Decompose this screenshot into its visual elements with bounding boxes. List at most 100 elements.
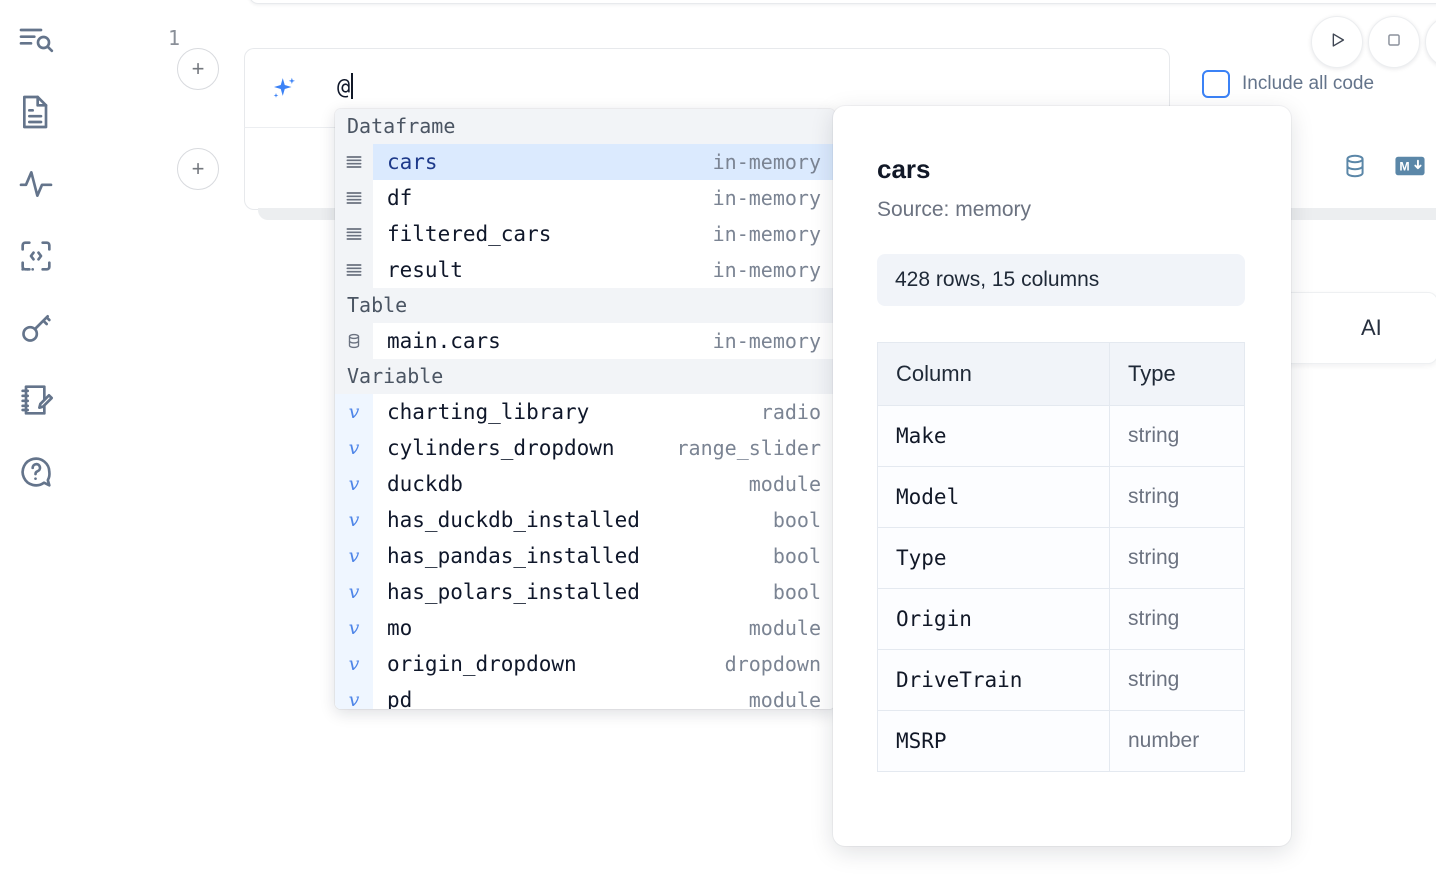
dataframe-rows-icon [335, 252, 373, 288]
autocomplete-item-name: has_pandas_installed [387, 544, 640, 568]
autocomplete-item-body: cylinders_dropdown range_slider [373, 430, 835, 466]
include-all-code-checkbox[interactable] [1202, 70, 1230, 98]
autocomplete-group-header: Dataframe [335, 109, 835, 144]
column-type-cell: string [1109, 588, 1245, 650]
autocomplete-item-name: has_polars_installed [387, 580, 640, 604]
autocomplete-item-name: origin_dropdown [387, 652, 577, 676]
autocomplete-item-kind: bool [772, 544, 821, 568]
autocomplete-item-body: filtered_cars in-memory [373, 216, 835, 252]
svg-text:M: M [1399, 159, 1409, 173]
autocomplete-item-kind: range_slider [676, 436, 822, 460]
table-column-header: Type [1109, 342, 1245, 406]
autocomplete-item-name: duckdb [387, 472, 463, 496]
dataframe-rows-icon [335, 180, 373, 216]
play-icon [1326, 29, 1348, 56]
column-name-cell: Model [877, 466, 1110, 528]
autocomplete-item-name: cylinders_dropdown [387, 436, 615, 460]
include-all-code-row[interactable]: Include all code [1202, 70, 1374, 98]
run-button[interactable] [1311, 16, 1363, 68]
database-icon[interactable] [1341, 152, 1369, 185]
more-options-button[interactable] [1425, 16, 1436, 68]
autocomplete-item-kind: bool [772, 508, 821, 532]
left-icon-rail [0, 0, 72, 874]
details-shape-badge: 428 rows, 15 columns [877, 254, 1245, 306]
autocomplete-group-header: Variable [335, 359, 835, 394]
add-cell-above-button[interactable]: + [177, 48, 219, 90]
sidebar-item-notebook[interactable] [12, 88, 60, 136]
autocomplete-item-body: has_duckdb_installed bool [373, 502, 835, 538]
column-type-cell: string [1109, 466, 1245, 528]
code-snippets-icon [16, 236, 56, 276]
autocomplete-item-kind: module [748, 688, 821, 709]
sidebar-item-secrets[interactable] [12, 304, 60, 352]
variable-icon: v [335, 682, 373, 709]
ai-prompt-input[interactable]: @ [337, 73, 354, 100]
autocomplete-item-name: charting_library [387, 400, 590, 424]
explore-search-icon [16, 20, 56, 60]
autocomplete-item-body: charting_library radio [373, 394, 835, 430]
scratchpad-edit-icon [16, 380, 56, 420]
autocomplete-item[interactable]: v has_pandas_installed bool [335, 538, 835, 574]
variable-icon: v [335, 466, 373, 502]
variable-icon: v [335, 538, 373, 574]
autocomplete-item-kind: module [748, 616, 821, 640]
previous-cell[interactable] [249, 0, 1436, 4]
column-name-cell: Type [877, 527, 1110, 589]
autocomplete-item-kind: dropdown [724, 652, 821, 676]
add-cell-below-button[interactable]: + [177, 148, 219, 190]
sidebar-item-help[interactable] [12, 448, 60, 496]
stop-square-icon [1383, 29, 1405, 56]
autocomplete-item[interactable]: filtered_cars in-memory [335, 216, 835, 252]
column-type-cell: string [1109, 405, 1245, 467]
stop-button[interactable] [1368, 16, 1420, 68]
autocomplete-item-kind: radio [760, 400, 821, 424]
column-type-cell: string [1109, 649, 1245, 711]
variable-icon: v [335, 574, 373, 610]
sidebar-item-snippets[interactable] [12, 232, 60, 280]
sidebar-item-activity[interactable] [12, 160, 60, 208]
completion-details-panel: cars Source: memory 428 rows, 15 columns… [833, 106, 1291, 846]
sidebar-item-scratchpad[interactable] [12, 376, 60, 424]
autocomplete-item-kind: in-memory [712, 222, 821, 246]
autocomplete-item-name: cars [387, 150, 438, 174]
table-column-header: Column [877, 342, 1110, 406]
autocomplete-item-name: has_duckdb_installed [387, 508, 640, 532]
autocomplete-item-body: has_pandas_installed bool [373, 538, 835, 574]
autocomplete-item[interactable]: v origin_dropdown dropdown [335, 646, 835, 682]
autocomplete-item-name: result [387, 258, 463, 282]
autocomplete-item[interactable]: v has_duckdb_installed bool [335, 502, 835, 538]
help-question-icon [16, 452, 56, 492]
notebook-file-icon [16, 92, 56, 132]
sidebar-item-explore[interactable] [12, 16, 60, 64]
column-type-cell: number [1109, 710, 1245, 772]
column-name-cell: Make [877, 405, 1110, 467]
markdown-icon[interactable]: M [1395, 155, 1425, 182]
autocomplete-item-name: filtered_cars [387, 222, 552, 246]
dataframe-rows-icon [335, 144, 373, 180]
cell-icon-group: M [1341, 152, 1425, 185]
sparkles-icon [269, 75, 299, 105]
variable-icon: v [335, 502, 373, 538]
generate-with-ai-label: AI [1361, 315, 1382, 340]
column-type-cell: string [1109, 527, 1245, 589]
variable-icon: v [335, 646, 373, 682]
